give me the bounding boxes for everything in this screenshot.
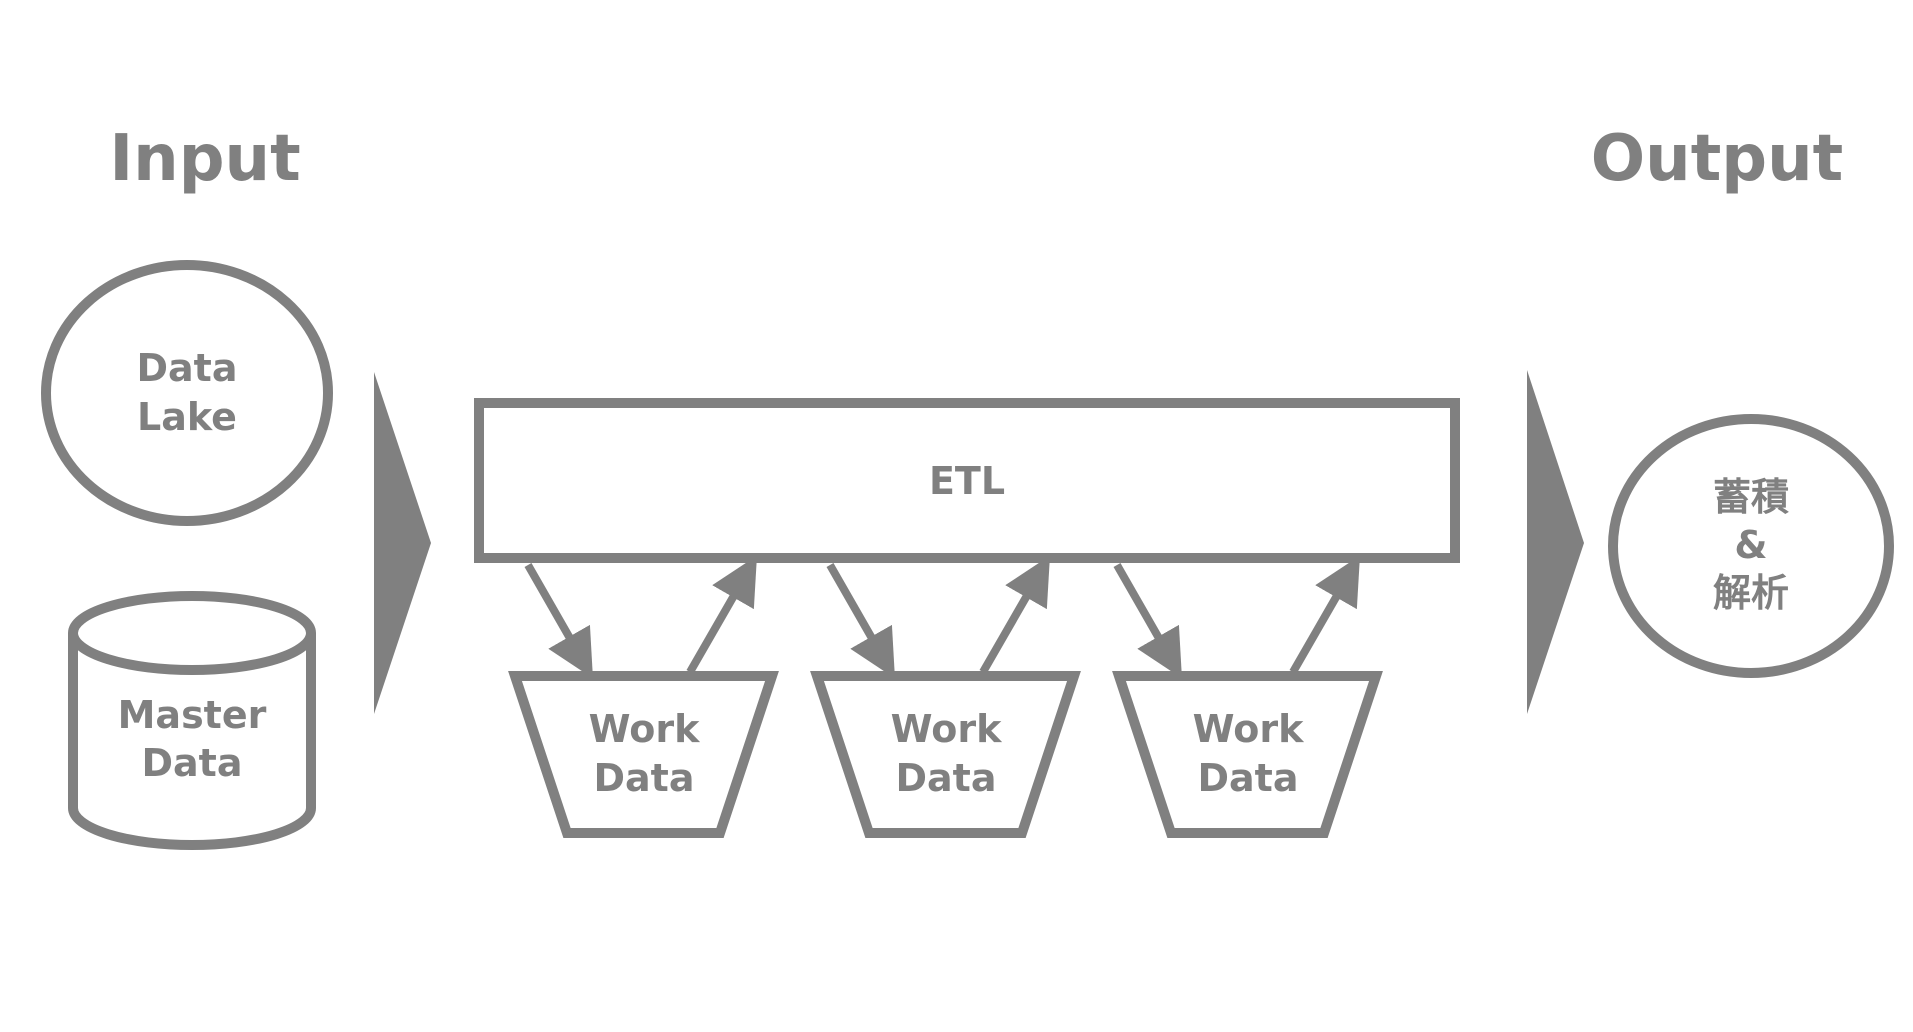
- master-data-label-line2: Data: [142, 741, 243, 785]
- etl-label: ETL: [929, 459, 1005, 503]
- work-data-1-to-etl-arrow: [686, 555, 757, 674]
- etl-box: [474, 398, 1460, 563]
- work-data-label-3-line1: Work: [1193, 707, 1304, 751]
- master-data-cylinder-body: [68, 633, 316, 850]
- work-data-2-to-etl-arrow: [979, 555, 1050, 674]
- work-data-node-2: Work Data: [810, 671, 1081, 838]
- work-data-shape-1: [508, 671, 779, 838]
- output-label-line1: 蓄積: [1713, 475, 1789, 519]
- master-data-label-line1: Master: [118, 693, 267, 737]
- work-data-node-1: Work Data: [508, 671, 779, 838]
- master-data-node: Master Data: [68, 591, 316, 850]
- output-shape: [1608, 414, 1894, 678]
- work-data-label-1-line2: Data: [594, 756, 695, 800]
- data-lake-label-line1: Data: [137, 346, 238, 390]
- output-label-line2: &: [1734, 523, 1767, 567]
- data-lake-shape: [41, 260, 333, 526]
- output-label-line3: 解析: [1713, 571, 1789, 615]
- etl-to-work-data-2-arrow: [826, 563, 895, 679]
- work-data-label-3-line2: Data: [1198, 756, 1299, 800]
- etl-to-work-data-1-arrow: [524, 563, 593, 679]
- data-lake-node: Data Lake: [41, 260, 333, 526]
- work-data-node-3: Work Data: [1112, 671, 1383, 838]
- work-data-label-1-line1: Work: [589, 707, 700, 751]
- data-lake-label-line2: Lake: [137, 395, 237, 439]
- work-data-3-to-etl-arrow: [1289, 555, 1360, 674]
- output-heading: Output: [1591, 122, 1844, 196]
- work-data-shape-2: [810, 671, 1081, 838]
- input-flow-arrow-icon: [374, 372, 431, 714]
- output-node: 蓄積 & 解析: [1608, 414, 1894, 678]
- output-flow-arrow-icon: [1527, 370, 1584, 714]
- master-data-cylinder-top: [68, 591, 316, 675]
- etl-node: ETL: [474, 398, 1460, 563]
- work-data-label-2-line2: Data: [896, 756, 997, 800]
- input-heading: Input: [109, 122, 300, 196]
- work-data-shape-3: [1112, 671, 1383, 838]
- etl-to-work-data-3-arrow: [1113, 563, 1182, 679]
- work-data-label-2-line1: Work: [891, 707, 1002, 751]
